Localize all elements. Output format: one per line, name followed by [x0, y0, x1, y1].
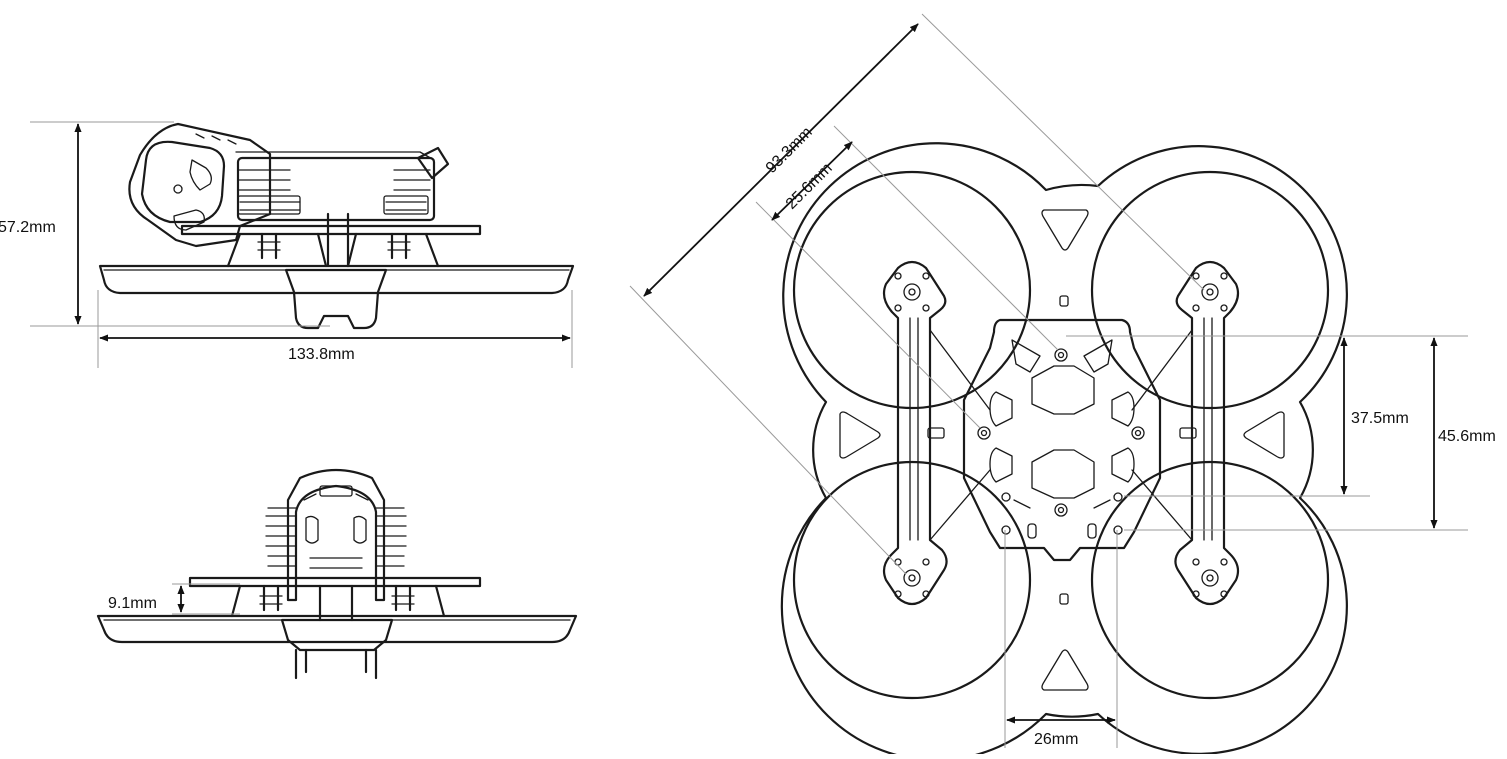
dim-label-height-inner: 37.5mm	[1351, 410, 1409, 427]
dim-label-height-outer: 45.6mm	[1438, 428, 1496, 445]
dim-height-outer: 45.6mm	[1124, 335, 1496, 531]
mounting-holes	[894, 272, 1228, 598]
dim-label-length-side: 133.8mm	[288, 346, 355, 363]
dim-offset-front: 9.1mm	[108, 583, 240, 615]
dim-label-diag-inner: 25.6mm	[783, 160, 836, 213]
side-view	[98, 122, 575, 330]
front-view	[96, 468, 578, 680]
dim-height-side: 57.2mm	[0, 121, 330, 327]
dim-label-diag-outer: 93.3mm	[763, 124, 816, 177]
dim-diag-outer: 93.3mm	[629, 13, 1205, 575]
top-view	[780, 142, 1348, 759]
dim-height-inner: 37.5mm	[1066, 335, 1409, 497]
dim-label-width-bottom: 26mm	[1034, 731, 1078, 748]
dim-length-side: 133.8mm	[97, 290, 573, 368]
dim-label-height-side: 57.2mm	[0, 219, 56, 236]
dim-label-offset-front: 9.1mm	[108, 595, 157, 612]
dim-width-bottom: 26mm	[1004, 530, 1118, 748]
